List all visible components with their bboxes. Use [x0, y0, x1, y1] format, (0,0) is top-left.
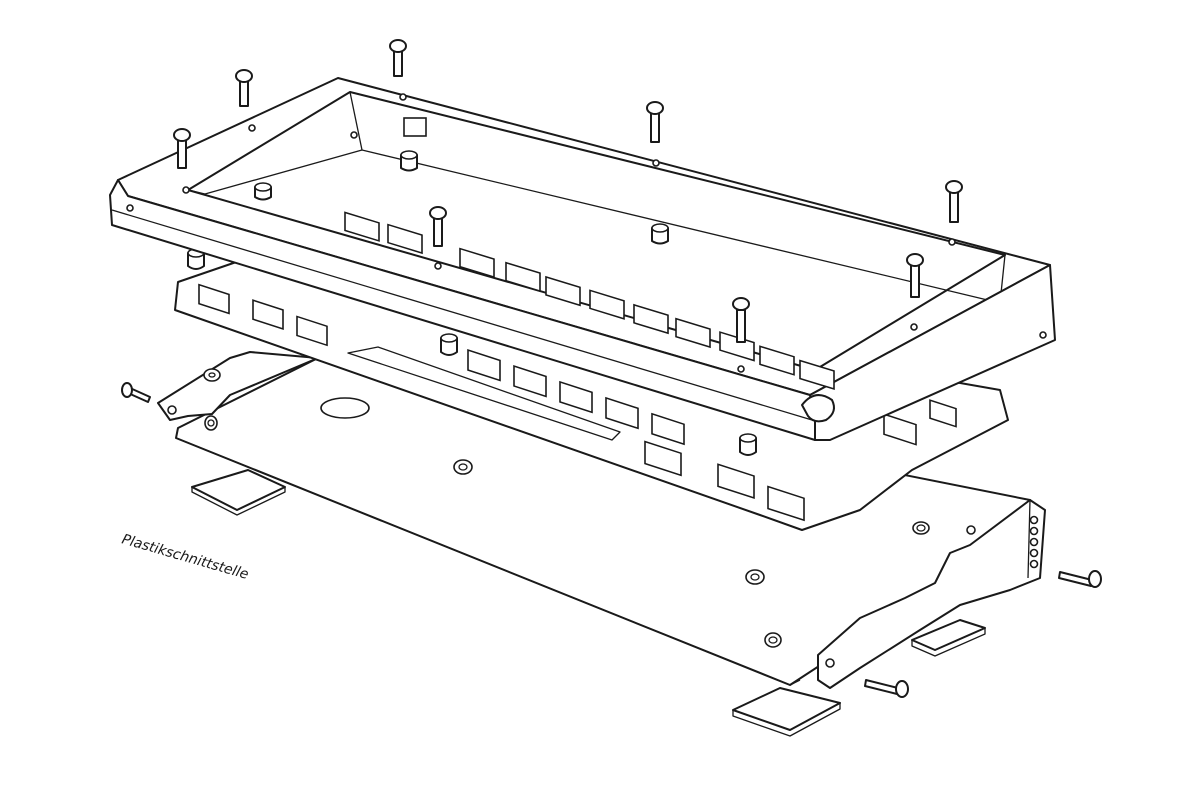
side-screw — [121, 382, 151, 403]
top-keyholes — [344, 211, 835, 391]
rubber-foot — [732, 687, 841, 737]
hex-nut — [453, 459, 473, 475]
bracket-mounting-holes — [1029, 515, 1039, 569]
top-screw — [646, 101, 664, 143]
side-screw — [1058, 570, 1102, 588]
spacer-standoff — [739, 433, 757, 456]
top-screw — [732, 297, 750, 343]
top-screw — [389, 39, 407, 77]
top-screw — [429, 206, 447, 247]
spacer-standoff — [254, 182, 272, 201]
top-screw — [906, 253, 924, 298]
right-side-bracket — [817, 499, 1046, 689]
key-switch-cutouts — [198, 283, 957, 522]
hex-nut — [764, 632, 782, 648]
spacer-standoff — [440, 333, 458, 356]
hex-nut — [203, 368, 221, 382]
top-screw — [173, 128, 191, 169]
rubber-foot — [911, 619, 986, 657]
left-side-bracket — [157, 351, 319, 431]
rubber-foot — [191, 469, 286, 516]
spacer-standoff — [400, 150, 418, 172]
frame-mounting-holes — [126, 93, 1047, 373]
top-screw — [235, 69, 253, 107]
top-screw — [945, 180, 963, 223]
hex-nut — [912, 521, 930, 535]
side-screw — [864, 679, 909, 698]
cable-hole — [320, 397, 370, 419]
plastic-interface-label: Plastikschnittstelle — [120, 531, 250, 583]
usb-port-cutout — [403, 117, 427, 137]
top-case-frame — [109, 77, 1056, 441]
hex-nut — [745, 569, 765, 585]
stabilizer-slot — [347, 346, 621, 441]
hex-nut — [204, 415, 218, 431]
spacer-standoff — [651, 223, 669, 245]
